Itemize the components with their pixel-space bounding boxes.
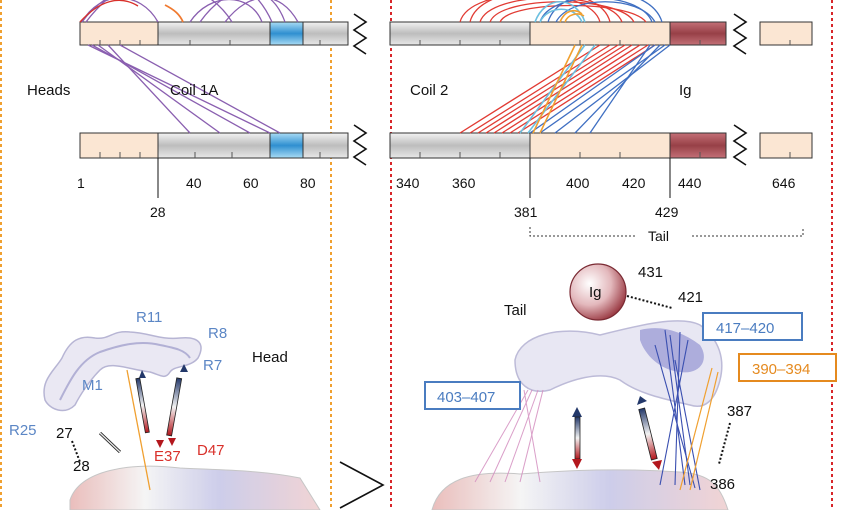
tail-bracket-label: Tail [648,228,669,244]
arrow-left-shaft [135,377,150,434]
tail-arrow-left-down [572,459,582,469]
tail-bracket: Tail [529,227,804,244]
residue-r11: R11 [136,309,162,326]
tick-420: 420 [622,175,646,191]
tick-400: 400 [566,175,590,191]
tail-structure [514,320,723,407]
arrow-left-down [156,440,164,448]
head-structure [43,331,202,412]
residue-r7: R7 [203,357,222,374]
arrow-right-shaft [166,377,183,437]
tail-links-blue [654,329,701,491]
residue-d47: D47 [197,442,225,459]
tail-arrow-left-up [572,407,582,417]
tick-360: 360 [452,175,476,191]
dashed-387-386 [718,422,731,465]
axis-ticks: 1 40 60 80 340 360 400 420 440 646 28 38… [77,158,796,220]
tick-40: 40 [186,175,202,191]
box-417-420-label: 417–420 [716,320,774,337]
middle-chevron [339,461,385,509]
head-label: Head [252,349,288,366]
head-surface [69,465,321,510]
label-coil-1a: Coil 1A [170,82,218,99]
residue-431: 431 [638,264,663,281]
tail-links-orange [679,367,719,491]
box-390-394 [738,353,837,382]
box-403-407 [424,381,521,410]
residue-28: 28 [73,458,90,475]
top-domain-bar [79,13,813,55]
label-heads: Heads [27,82,70,99]
tick-340: 340 [396,175,420,191]
bottom-domain-bar [79,124,813,166]
residue-386: 386 [710,476,735,493]
label-ig: Ig [679,82,692,99]
residue-r8: R8 [208,325,227,342]
residue-27: 27 [56,425,73,442]
tick-429: 429 [655,204,679,220]
tail-arrow-right-down [652,460,662,470]
tick-80: 80 [300,175,316,191]
dashed-ig-421 [626,295,673,309]
box-417-420 [702,312,803,341]
residue-e37: E37 [154,448,181,465]
tick-440: 440 [678,175,702,191]
arrow-right-down [168,438,176,446]
box-403-407-label: 403–407 [437,389,495,406]
ig-ball [569,263,627,321]
crosslinks-left [79,0,299,134]
residue-m1: M1 [82,377,103,394]
ig-ball-label: Ig [589,284,602,301]
tail-arrow-left-shaft [574,416,581,460]
arrow-left-up [139,370,146,378]
tick-60: 60 [243,175,259,191]
crosslinks-right [459,0,671,134]
head-orange-link [126,369,151,491]
label-coil-2: Coil 2 [410,82,448,99]
tick-381: 381 [514,204,538,220]
residue-387: 387 [727,403,752,420]
tail-label: Tail [504,302,527,319]
tail-arrow-right-up [637,396,647,405]
residue-421: 421 [678,289,703,306]
box-390-394-label: 390–394 [752,361,810,378]
arrow-right-up [180,364,188,372]
tick-1: 1 [77,175,85,191]
tail-arrow-right-shaft [638,407,658,461]
tick-28: 28 [150,204,166,220]
residue-r25: R25 [9,422,37,439]
small-arrow-inner [99,432,121,453]
tick-646: 646 [772,175,796,191]
